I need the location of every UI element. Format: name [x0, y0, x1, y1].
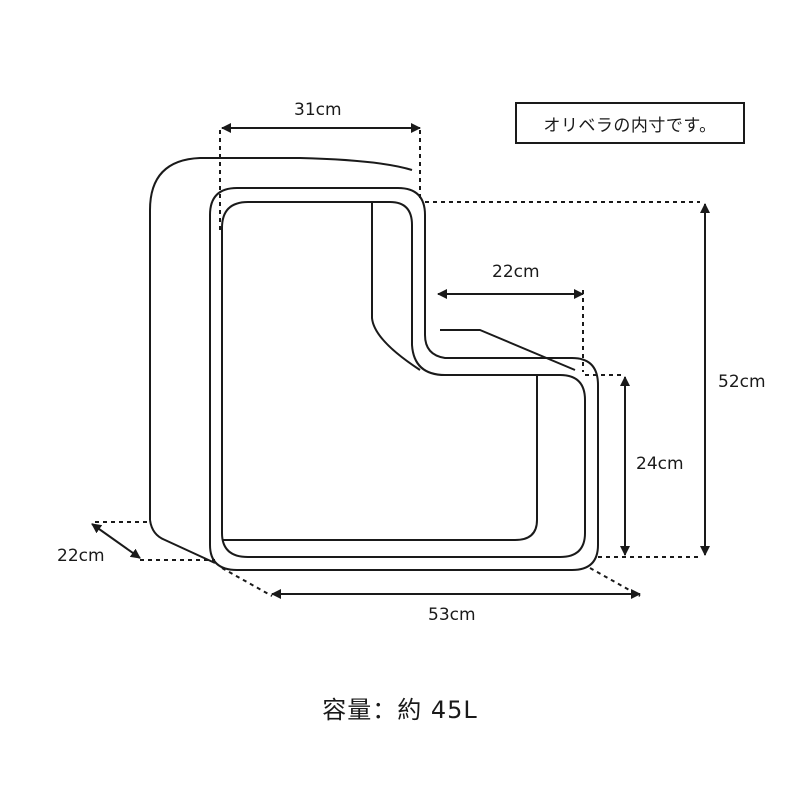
dim-label-lower-height: 24cm: [636, 454, 684, 474]
dim-arrow-depth: [91, 523, 141, 559]
ext-line-bottom-left: [221, 567, 273, 597]
inner-back-wall-upper: [371, 202, 421, 371]
capacity-text: 容量：約 45L: [322, 696, 478, 724]
box-back-bottom-edge: [149, 519, 216, 564]
dim-label-step-width: 22cm: [492, 262, 540, 282]
ext-line-bottom-right: [589, 567, 641, 597]
box-front-outer: [209, 187, 599, 571]
inner-back-wall-lower: [222, 375, 538, 541]
box-back-outline: [149, 157, 413, 520]
box-front-inner: [221, 201, 586, 558]
dim-label-bottom-width: 53cm: [428, 605, 476, 625]
box-back-step-outline: [440, 329, 576, 371]
note-text: オリベラの内寸です。: [543, 115, 717, 136]
dim-label-top-width: 31cm: [294, 100, 342, 120]
dim-label-depth: 22cm: [57, 546, 105, 566]
note-box: オリベラの内寸です。: [515, 102, 745, 144]
dim-label-total-height: 52cm: [718, 372, 766, 392]
